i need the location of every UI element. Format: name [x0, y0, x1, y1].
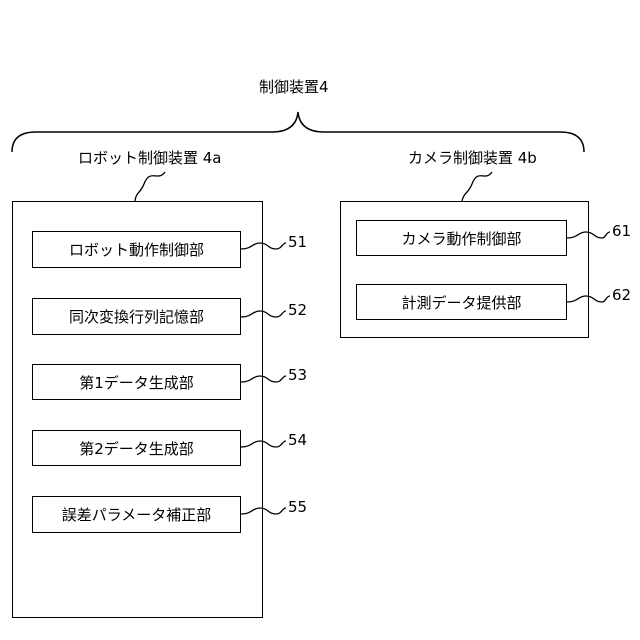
unit-label: 計測データ提供部 — [401, 292, 521, 313]
unit-label: 誤差パラメータ補正部 — [62, 504, 212, 525]
ref-numeral-51: 51 — [288, 235, 307, 250]
unit-label: 第1データ生成部 — [79, 372, 194, 393]
camera-motion-control-unit: カメラ動作制御部 — [356, 220, 567, 256]
ref-numeral-53: 53 — [288, 368, 307, 383]
robot-controller-label: ロボット制御装置 4a — [78, 151, 222, 166]
error-parameter-correction-unit: 誤差パラメータ補正部 — [32, 496, 241, 533]
ref-numeral-54: 54 — [288, 433, 307, 448]
robot-motion-control-unit: ロボット動作制御部 — [32, 231, 241, 268]
first-data-generation-unit: 第1データ生成部 — [32, 364, 241, 400]
unit-label: ロボット動作制御部 — [69, 239, 204, 260]
ref-numeral-62: 62 — [612, 288, 631, 303]
ref-numeral-55: 55 — [288, 500, 307, 515]
camera-controller-label: カメラ制御装置 4b — [408, 151, 537, 166]
second-data-generation-unit: 第2データ生成部 — [32, 430, 241, 466]
brace — [12, 112, 584, 152]
unit-label: 第2データ生成部 — [79, 438, 194, 459]
ref-numeral-52: 52 — [288, 303, 307, 318]
unit-label: 同次変換行列記憶部 — [69, 306, 204, 327]
camera-controller-leader — [462, 172, 492, 201]
ref-numeral-61: 61 — [612, 224, 631, 239]
homogeneous-transform-storage-unit: 同次変換行列記憶部 — [32, 298, 241, 335]
robot-controller-leader — [135, 172, 165, 201]
diagram-title: 制御装置4 — [259, 80, 329, 95]
unit-label: カメラ動作制御部 — [401, 228, 521, 249]
measurement-data-provider-unit: 計測データ提供部 — [356, 284, 567, 320]
